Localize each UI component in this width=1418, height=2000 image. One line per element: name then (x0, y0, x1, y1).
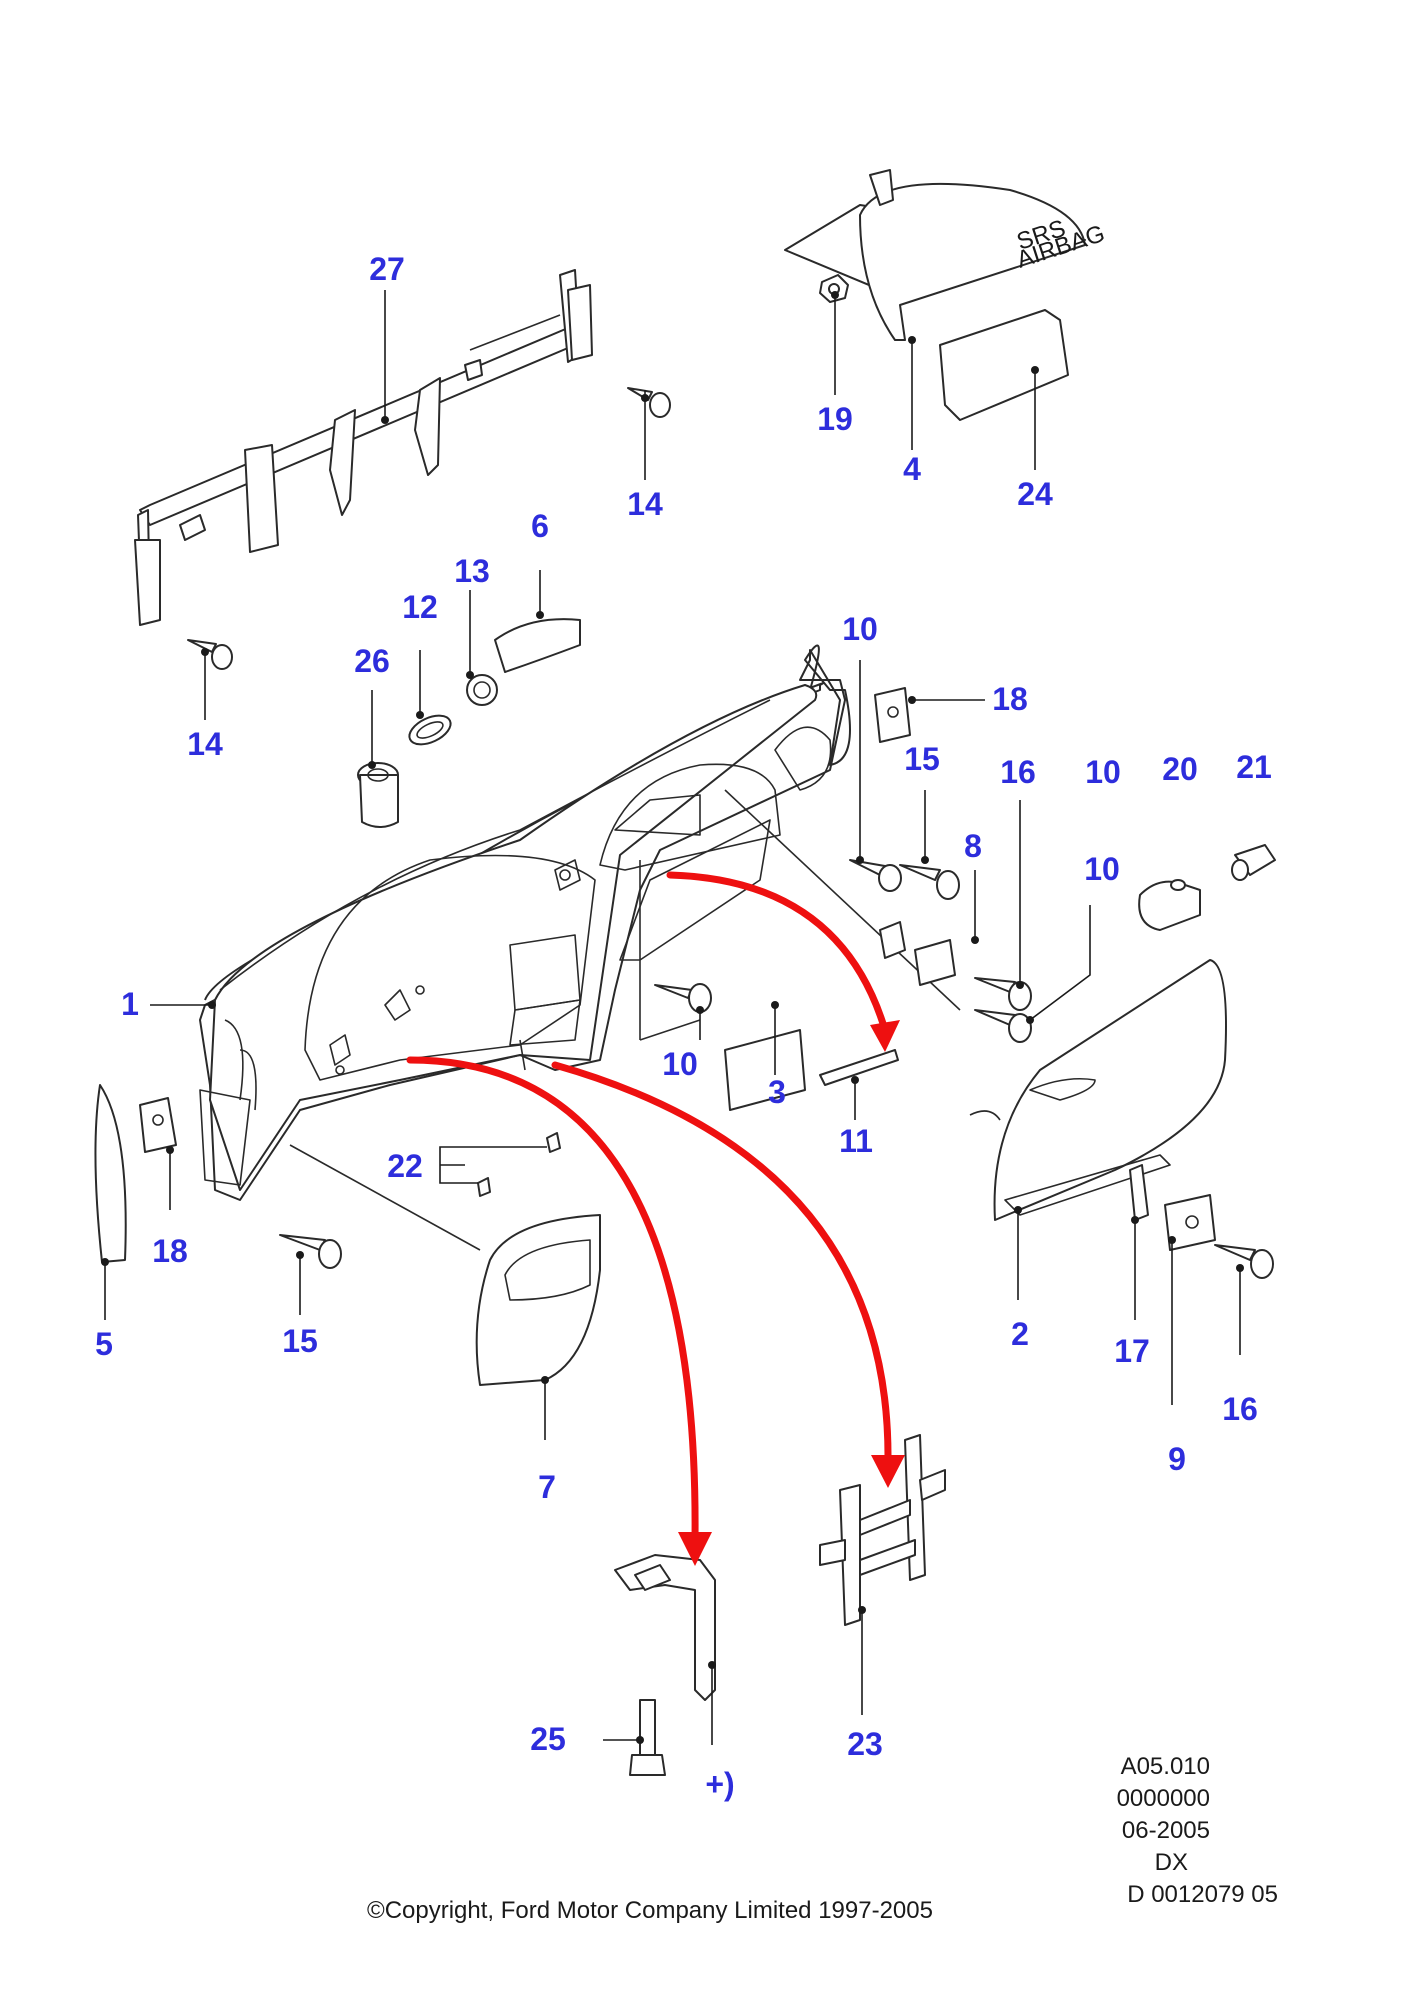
callout-11: 11 (839, 1123, 873, 1159)
switch-26 (357, 762, 399, 828)
callout-7: 7 (538, 1469, 556, 1505)
screw-10-right-lower (974, 1009, 1032, 1043)
plate-3 (724, 1029, 806, 1111)
callout-13: 13 (454, 553, 490, 589)
bulb-21 (1231, 844, 1276, 881)
callout-10-center: 10 (662, 1046, 698, 1082)
airbag-bracket-24 (939, 309, 1069, 421)
lower-panel-7 (475, 1214, 601, 1386)
side-trim-5 (94, 1084, 127, 1263)
clips-22 (477, 1132, 561, 1197)
callout-18-upper: 18 (992, 681, 1028, 717)
clip-17 (1129, 1164, 1149, 1221)
callout-26: 26 (354, 643, 390, 679)
callout-10-right-lower: 10 (1084, 851, 1120, 887)
instrument-panel-1 (199, 644, 961, 1251)
callout-15-left: 15 (282, 1323, 318, 1359)
ref-line-1: A05.010 (1121, 1753, 1210, 1780)
callout-14-upper: 14 (627, 486, 663, 522)
callout-6: 6 (531, 508, 549, 544)
callout-5: 5 (95, 1326, 113, 1362)
arrowhead-to-bracket-11 (870, 1020, 900, 1052)
callout-19: 19 (817, 401, 853, 437)
ref-line-2: 0000000 (1117, 1785, 1210, 1812)
bracket-assembly-plus (614, 1554, 716, 1701)
bracket-9 (1164, 1194, 1216, 1251)
leader-lines (104, 290, 1241, 1745)
clip-18-upper (874, 687, 911, 743)
callout-12: 12 (402, 589, 438, 625)
callout-17: 17 (1114, 1333, 1150, 1369)
leader-dots (101, 291, 1244, 1744)
callout-27: 27 (369, 251, 405, 287)
callout-2: 2 (1011, 1316, 1029, 1352)
callout-10-top: 10 (842, 611, 878, 647)
screw-10-right-upper (849, 859, 902, 892)
callout-23: 23 (847, 1726, 883, 1762)
callout-1: 1 (121, 986, 139, 1022)
callout-4: 4 (903, 451, 921, 487)
screw-15-left (279, 1234, 342, 1269)
callout-24: 24 (1017, 476, 1053, 512)
arrow-to-bracket-23 (551, 1061, 892, 1464)
screw-10-center (654, 983, 712, 1013)
callouts: 27 14 14 6 13 12 26 19 4 24 10 18 15 16 … (95, 251, 1272, 1802)
flow-arrows (406, 871, 905, 1566)
callout-21: 21 (1236, 749, 1272, 785)
cross-car-beam (134, 269, 593, 626)
bracket-23 (819, 1434, 946, 1626)
screw-16-lower (1214, 1244, 1274, 1279)
screw-14-lower (187, 639, 233, 670)
bolt-25 (629, 1699, 666, 1776)
callout-14-lower: 14 (187, 726, 223, 762)
arrowhead-to-bracket-23 (871, 1455, 905, 1488)
bezel-12 (408, 714, 452, 746)
callout-16-right: 16 (1000, 754, 1036, 790)
screw-14-upper (627, 387, 671, 418)
ref-line-3: 06-2005 (1122, 1817, 1210, 1844)
callout-3: 3 (768, 1074, 786, 1110)
switch-20 (1138, 879, 1201, 931)
arrow-to-bracket-25 (406, 1056, 699, 1544)
grommet-13 (466, 674, 498, 706)
callout-plus: +) (705, 1766, 734, 1802)
callout-20: 20 (1162, 751, 1198, 787)
arrowhead-to-bracket-25 (678, 1532, 712, 1566)
callout-22: 22 (387, 1148, 423, 1184)
callout-18-lower: 18 (152, 1233, 188, 1269)
passenger-airbag-module: SRS AIRBAG (784, 169, 1108, 341)
callout-16-lower: 16 (1222, 1391, 1258, 1427)
reference-block: A05.010 0000000 06-2005 DX D 0012079 05 (1117, 1753, 1278, 1908)
callout-10-right: 10 (1085, 754, 1121, 790)
bracket-11 (819, 1049, 899, 1086)
glove-box-2 (969, 959, 1227, 1221)
callout-15-right: 15 (904, 741, 940, 777)
callout-9: 9 (1168, 1441, 1186, 1477)
ref-line-4: DX (1155, 1849, 1188, 1876)
callout-8: 8 (964, 828, 982, 864)
ref-line-5: D 0012079 05 (1127, 1881, 1278, 1908)
cover-6 (494, 618, 581, 673)
bracket-8 (879, 921, 956, 986)
clip-18-lower (139, 1097, 177, 1153)
arrow-to-bracket-11 (666, 871, 889, 1034)
copyright-text: ©Copyright, Ford Motor Company Limited 1… (367, 1897, 933, 1924)
callout-25: 25 (530, 1721, 566, 1757)
screw-15-right (899, 864, 960, 900)
